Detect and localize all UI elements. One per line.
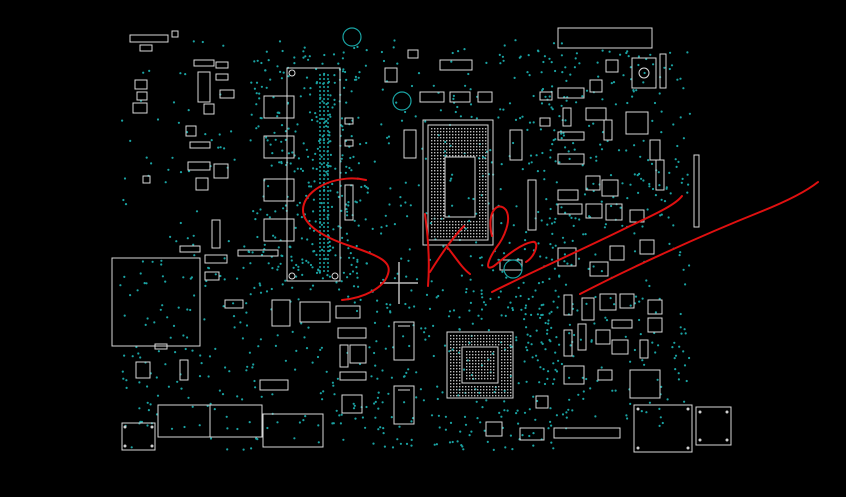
crosshair-icon xyxy=(380,262,418,304)
component-layer xyxy=(111,27,732,453)
usb-port-3[interactable] xyxy=(695,406,732,446)
pch-chip[interactable] xyxy=(446,331,514,399)
freehand-annotation[interactable] xyxy=(302,177,819,301)
power-ic[interactable] xyxy=(625,111,649,135)
memory-slot[interactable] xyxy=(286,67,341,282)
mounting-hole-3 xyxy=(503,259,523,279)
fpc-connector-top-left[interactable] xyxy=(129,34,169,43)
connector-bottom[interactable] xyxy=(553,427,621,439)
memory-chip-4[interactable] xyxy=(263,218,295,242)
cpu-socket[interactable] xyxy=(422,119,494,246)
memory-chip-2[interactable] xyxy=(263,135,295,159)
audio-jack[interactable] xyxy=(121,422,156,451)
bios-chip[interactable] xyxy=(393,321,415,361)
audio-codec[interactable] xyxy=(629,369,661,399)
rj45-port[interactable] xyxy=(633,404,693,453)
memory-chip-1[interactable] xyxy=(263,95,295,119)
hdmi-port[interactable] xyxy=(262,413,324,448)
usb-port-1[interactable] xyxy=(157,404,211,438)
usb-port-2[interactable] xyxy=(209,404,263,438)
mounting-hole-1 xyxy=(342,27,362,47)
ec-chip[interactable] xyxy=(393,385,415,425)
mosfet[interactable] xyxy=(271,299,291,327)
memory-chip-3[interactable] xyxy=(263,178,295,202)
battery-connector[interactable] xyxy=(693,154,700,228)
mounting-hole-2 xyxy=(392,91,412,111)
via-layer xyxy=(119,39,692,451)
lcd-connector[interactable] xyxy=(557,27,653,49)
shield-can-left[interactable] xyxy=(111,257,201,347)
power-jack[interactable] xyxy=(631,57,657,89)
